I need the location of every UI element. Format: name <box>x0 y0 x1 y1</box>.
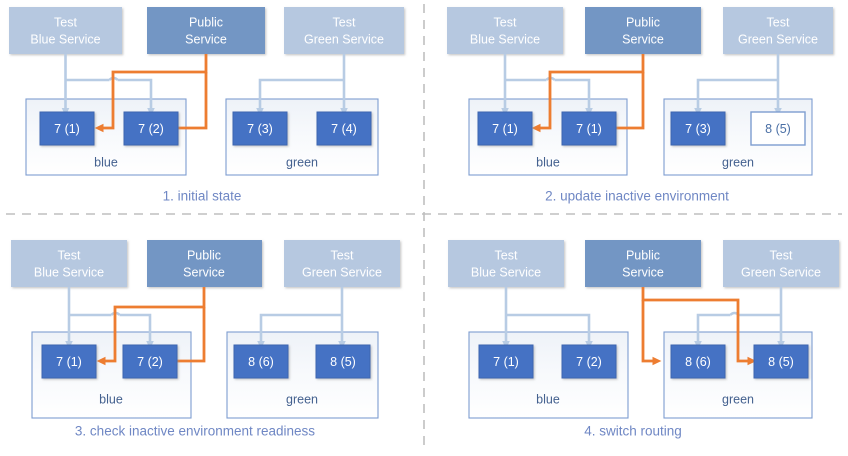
version-box[interactable]: 7 (2) <box>561 344 617 379</box>
service-public-service[interactable]: Public Service <box>147 7 265 54</box>
service-label-line1: Test <box>495 248 518 262</box>
service-label-line2: Blue Service <box>34 265 104 279</box>
service-public-service[interactable]: Public Service <box>585 240 701 287</box>
version-label: 8 (5) <box>765 122 791 136</box>
version-box[interactable]: 8 (6) <box>670 344 726 379</box>
service-label-line2: Service <box>185 32 227 46</box>
service-test-blue-service[interactable]: Test Blue Service <box>11 240 127 287</box>
version-box[interactable]: 7 (3) <box>670 111 726 146</box>
service-label-line1: Public <box>187 248 221 262</box>
service-label-line2: Green Service <box>304 32 384 46</box>
environment-label: blue <box>94 155 118 169</box>
version-box[interactable]: 7 (4) <box>316 111 372 146</box>
version-box[interactable]: 7 (1) <box>41 344 97 379</box>
version-label: 8 (5) <box>330 355 356 369</box>
service-label-line1: Test <box>54 15 77 29</box>
panel-caption: 2. update inactive environment <box>545 189 729 204</box>
version-label: 8 (6) <box>248 355 274 369</box>
service-label-line2: Service <box>622 265 664 279</box>
environment-label: blue <box>536 155 560 169</box>
service-label-line2: Blue Service <box>30 32 100 46</box>
connector-test-blue-to-blue-env <box>61 54 155 117</box>
version-box[interactable]: 7 (1) <box>561 111 617 146</box>
connector-test-green-to-green-env <box>256 54 348 117</box>
panel-2: Test Blue Service Public Service Test Gr… <box>447 7 833 204</box>
version-label: 7 (2) <box>576 355 602 369</box>
version-label: 7 (3) <box>247 122 273 136</box>
service-label-line1: Public <box>189 15 223 29</box>
version-box[interactable]: 8 (5) <box>315 344 371 379</box>
version-label: 7 (1) <box>576 122 602 136</box>
panel-dividers <box>6 4 842 452</box>
version-label: 7 (3) <box>685 122 711 136</box>
environment-label: green <box>286 155 318 169</box>
service-label-line1: Test <box>58 248 81 262</box>
version-label: 8 (5) <box>768 355 794 369</box>
service-test-blue-service[interactable]: Test Blue Service <box>448 240 564 287</box>
version-label: 7 (1) <box>54 122 80 136</box>
version-box[interactable]: 7 (1) <box>478 344 534 379</box>
service-label-line1: Test <box>767 15 790 29</box>
version-box[interactable]: 7 (3) <box>232 111 288 146</box>
version-label: 7 (1) <box>493 355 519 369</box>
service-label-line1: Test <box>333 15 356 29</box>
service-label-line2: Service <box>183 265 225 279</box>
connector-test-green-to-green-env <box>694 54 782 117</box>
version-box[interactable]: 7 (1) <box>39 111 95 146</box>
connector-test-green-to-green-env <box>257 287 346 350</box>
environment-label: blue <box>536 392 560 406</box>
version-label: 8 (6) <box>685 355 711 369</box>
service-test-green-service[interactable]: Test Green Service <box>723 7 833 54</box>
connector-public-to-green-env <box>641 287 757 366</box>
service-label-line2: Service <box>622 32 664 46</box>
service-label-line1: Public <box>626 248 660 262</box>
connector-test-blue-to-blue-env <box>502 287 593 350</box>
service-label-line1: Public <box>626 15 660 29</box>
version-label: 7 (4) <box>331 122 357 136</box>
panel-1: Test Blue Service Public Service Test Gr… <box>9 7 404 204</box>
service-public-service[interactable]: Public Service <box>147 240 262 287</box>
version-label: 7 (2) <box>138 122 164 136</box>
version-label: 7 (1) <box>56 355 82 369</box>
version-label: 7 (2) <box>137 355 163 369</box>
service-test-green-service[interactable]: Test Green Service <box>284 7 404 54</box>
version-box[interactable]: 7 (2) <box>123 111 179 146</box>
service-test-green-service[interactable]: Test Green Service <box>723 240 839 287</box>
service-label-line2: Green Service <box>741 265 821 279</box>
service-label-line1: Test <box>331 248 354 262</box>
environment-label: green <box>722 155 754 169</box>
panel-4: Test Blue Service Public Service Test Gr… <box>448 240 839 439</box>
version-label: 7 (1) <box>492 122 518 136</box>
service-label-line2: Blue Service <box>471 265 541 279</box>
environment-label: green <box>722 392 754 406</box>
service-label-line2: Green Service <box>302 265 382 279</box>
service-label-line2: Green Service <box>738 32 818 46</box>
panel-caption: 4. switch routing <box>584 424 682 439</box>
version-box[interactable]: 8 (6) <box>233 344 289 379</box>
service-label-line1: Test <box>770 248 793 262</box>
version-box[interactable]: 8 (5) <box>753 344 809 379</box>
connector-test-green-to-green-env <box>694 287 785 350</box>
panel-3: Test Blue Service Public Service Test Gr… <box>11 240 400 439</box>
panel-caption: 1. initial state <box>163 189 242 204</box>
service-test-blue-service[interactable]: Test Blue Service <box>9 7 122 54</box>
service-test-green-service[interactable]: Test Green Service <box>284 240 400 287</box>
panel-caption: 3. check inactive environment readiness <box>75 424 315 439</box>
service-public-service[interactable]: Public Service <box>585 7 701 54</box>
version-box-outline[interactable]: 8 (5) <box>750 111 806 146</box>
service-test-blue-service[interactable]: Test Blue Service <box>447 7 563 54</box>
version-box[interactable]: 7 (2) <box>122 344 178 379</box>
service-label-line2: Blue Service <box>470 32 540 46</box>
environment-label: blue <box>99 392 123 406</box>
connector-test-blue-to-blue-env <box>501 54 593 117</box>
version-box[interactable]: 7 (1) <box>477 111 533 146</box>
service-label-line1: Test <box>494 15 517 29</box>
environment-label: green <box>286 392 318 406</box>
